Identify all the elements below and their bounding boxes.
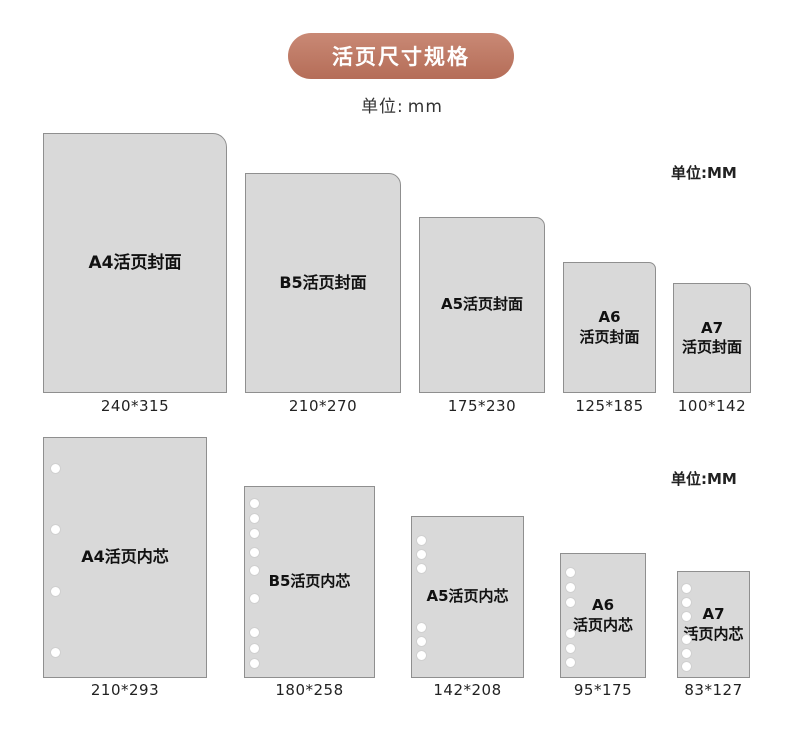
insert-card-a7: A7 活页内芯 [677,571,750,678]
binder-hole [565,643,576,654]
binder-hole [565,628,576,639]
card-label-2: 活页内芯 [572,615,633,634]
card-label: A7 [700,318,724,337]
binder-hole [416,563,427,574]
cover-size-a6: 125*185 [575,397,644,415]
binder-hole [565,582,576,593]
binder-hole [249,565,260,576]
insert-size-b5: 180*258 [275,681,344,699]
binder-hole [565,657,576,668]
insert-size-a6: 95*175 [573,681,633,699]
insert-size-a4: 210*293 [90,681,160,699]
binder-hole [249,498,260,509]
binder-hole [249,643,260,654]
binder-hole [565,567,576,578]
covers-unit-label: 单位:MM [671,164,737,182]
binder-hole [50,463,61,474]
binder-hole [249,547,260,558]
card-label: A7 [702,605,725,623]
binder-hole [681,648,692,659]
binder-hole [416,535,427,546]
cover-card-a6: A6 活页封面 [563,262,656,393]
binder-hole [681,597,692,608]
card-label: A4活页内芯 [81,547,169,567]
cover-card-b5: B5活页封面 [245,173,401,393]
binder-hole [50,647,61,658]
card-label: A4活页封面 [88,252,182,273]
binder-hole [681,661,692,672]
binder-hole [565,597,576,608]
binder-hole [681,634,692,645]
card-label: A5活页内芯 [426,587,509,606]
binder-hole [249,513,260,524]
unit-caption-value: mm [407,97,443,117]
card-label-2: 活页封面 [681,338,742,356]
binder-hole [416,622,427,633]
unit-caption-label: 单位: [361,97,404,117]
page-title: 活页尺寸规格 [288,33,514,79]
card-label: A6 [598,308,621,326]
inserts-unit-label: 单位:MM [671,470,737,488]
cover-card-a5: A5活页封面 [419,217,545,393]
card-label: A6 [591,596,615,614]
cover-size-a4: 240*315 [100,397,170,415]
cover-size-b5: 210*270 [288,397,358,415]
cover-card-a4: A4活页封面 [43,133,227,393]
cover-size-a5: 175*230 [447,397,517,415]
binder-hole [50,586,61,597]
unit-caption: 单位:mm [0,92,800,117]
card-label: B5活页内芯 [268,572,351,591]
cover-card-a7: A7 活页封面 [673,283,751,393]
insert-card-b5: B5活页内芯 [244,486,375,678]
binder-hole [416,549,427,560]
card-label: A5活页封面 [440,295,524,314]
insert-size-a7: 83*127 [684,681,743,699]
insert-card-a4: A4活页内芯 [43,437,207,678]
insert-card-a5: A5活页内芯 [411,516,524,678]
binder-hole [416,636,427,647]
cover-size-a7: 100*142 [677,397,747,415]
binder-hole [416,650,427,661]
card-label: B5活页封面 [279,272,367,292]
insert-size-a5: 142*208 [433,681,502,699]
card-label-2: 活页封面 [579,327,640,346]
card-label-2: 活页内芯 [683,624,744,643]
binder-hole [249,528,260,539]
binder-hole [249,627,260,638]
binder-hole [681,611,692,622]
binder-hole [50,524,61,535]
binder-hole [681,583,692,594]
binder-hole [249,658,260,669]
binder-hole [249,593,260,604]
